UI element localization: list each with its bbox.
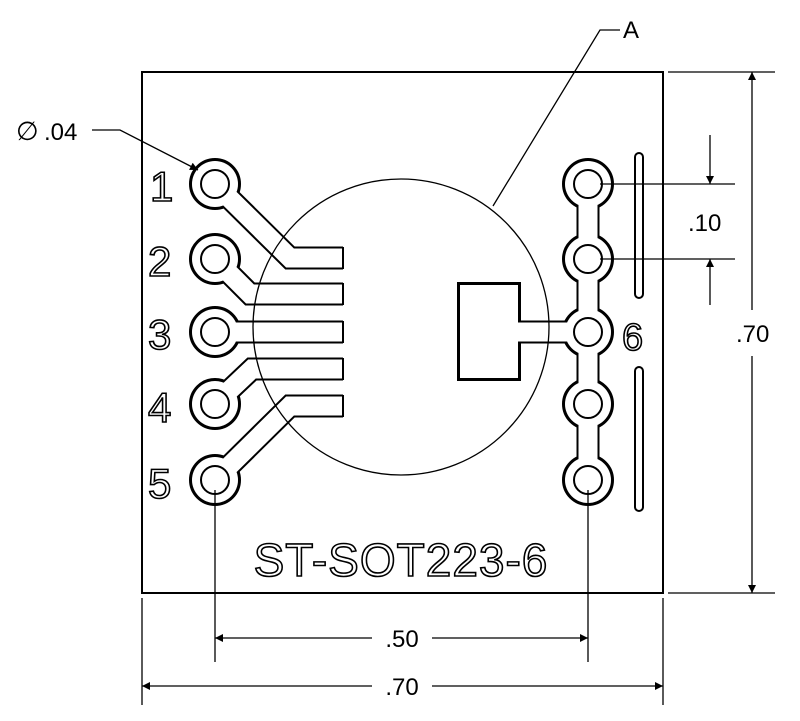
drill-holes [200, 169, 603, 495]
height-dimension [668, 71, 775, 594]
component-area-circle-a [252, 178, 550, 476]
slot-top [634, 152, 644, 299]
callout-a-leader [492, 29, 620, 207]
copper-fill-layer [192, 161, 611, 503]
height-label: .70 [736, 321, 769, 348]
width-dimension [141, 598, 664, 705]
hole-diameter-label: .04 [44, 119, 77, 146]
hole-diameter-leader [92, 129, 199, 171]
slot-bottom [634, 366, 644, 512]
row-spacing-dimension [214, 490, 589, 662]
pitch-dimension [600, 135, 735, 305]
width-label: .70 [385, 674, 418, 701]
pin-label-3: 3 [148, 311, 171, 358]
pin-label-1: 1 [150, 163, 173, 210]
part-name: ST-SOT223-6 [254, 534, 549, 586]
pin-label-5: 5 [148, 460, 171, 507]
pin-label-2: 2 [148, 238, 171, 285]
pin-label-6: 6 [622, 317, 643, 359]
diameter-symbol: ∅ [16, 116, 39, 146]
pin-label-4: 4 [148, 384, 171, 431]
row-spacing-label: .50 [385, 626, 418, 653]
callout-a-label: A [623, 17, 639, 44]
pitch-label: .10 [688, 210, 721, 237]
